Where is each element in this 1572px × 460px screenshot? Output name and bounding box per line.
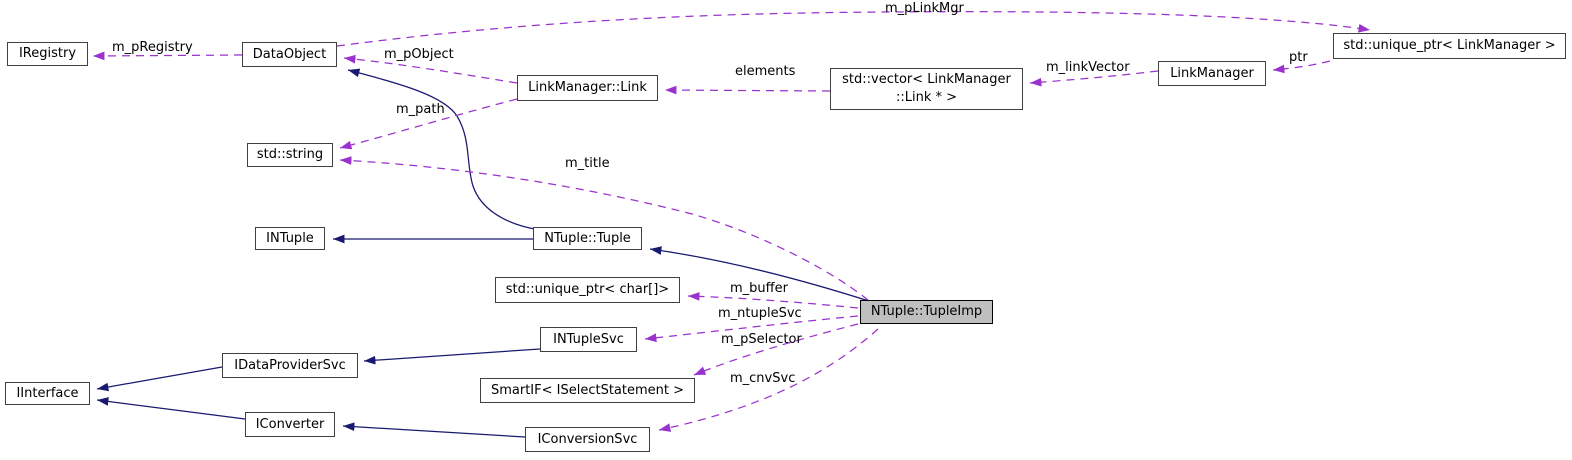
edge-label-m-pselector: m_pSelector xyxy=(721,332,802,347)
edge-inheritance-intuplesvc-to-idataprovidersvc xyxy=(363,348,541,365)
node-intuple[interactable]: INTuple xyxy=(255,227,325,250)
edge-usage-elements xyxy=(664,85,831,95)
edge-label-m-path: m_path xyxy=(396,102,445,117)
node-iconverter[interactable]: IConverter xyxy=(245,412,335,437)
node-linkmanager-link[interactable]: LinkManager::Link xyxy=(517,75,658,101)
node-dataobject[interactable]: DataObject xyxy=(242,42,337,67)
node-std-string[interactable]: std::string xyxy=(247,143,333,167)
node-linkmanager[interactable]: LinkManager xyxy=(1158,61,1266,86)
node-smartif-iselectstatement[interactable]: SmartIF< ISelectStatement > xyxy=(480,378,695,403)
edge-usage-m-pregistry xyxy=(92,51,243,61)
edge-label-m-linkvector: m_linkVector xyxy=(1046,60,1130,75)
node-iinterface[interactable]: IInterface xyxy=(5,382,90,405)
edge-label-m-pregistry: m_pRegistry xyxy=(112,40,193,55)
edge-label-m-title: m_title xyxy=(565,156,610,171)
edge-inheritance-idataprovidersvc-to-iinterface xyxy=(96,366,223,392)
edge-label-ptr: ptr xyxy=(1289,50,1308,65)
node-std-unique-ptr-char[interactable]: std::unique_ptr< char[]> xyxy=(495,277,680,303)
node-idataprovidersvc[interactable]: IDataProviderSvc xyxy=(222,353,358,378)
node-iconversionsvc[interactable]: IConversionSvc xyxy=(525,427,650,452)
node-intuplesvc[interactable]: INTupleSvc xyxy=(540,327,637,352)
edge-usage-m-pselector xyxy=(693,323,859,376)
edge-usage-m-buffer xyxy=(687,292,859,309)
edge-label-m-pobject: m_pObject xyxy=(384,47,454,62)
edge-label-m-buffer: m_buffer xyxy=(730,281,788,296)
node-std-unique-ptr-linkmanager[interactable]: std::unique_ptr< LinkManager > xyxy=(1333,33,1566,59)
node-ntuple-tupleimp: NTuple::TupleImp xyxy=(860,300,993,324)
node-ntuple-tuple[interactable]: NTuple::Tuple xyxy=(533,227,642,250)
edge-usage-m-cnvsvc xyxy=(658,328,879,432)
edge-inheritance-iconverter-to-iinterface xyxy=(96,397,246,420)
edge-usage-m-ntuplesvc xyxy=(644,315,859,343)
edge-usage-m-linkvector xyxy=(1029,70,1159,87)
edge-usage-m-title xyxy=(339,156,869,301)
node-iregistry[interactable]: IRegistry xyxy=(7,42,88,66)
edge-label-elements: elements xyxy=(735,64,796,79)
edge-label-m-plinkmgr: m_pLinkMgr xyxy=(885,1,964,16)
node-std-vector-linkmanager-link[interactable]: std::vector< LinkManager ::Link * > xyxy=(830,68,1023,110)
edge-inheritance-iconversionsvc-to-iconverter xyxy=(342,422,526,438)
edge-label-m-cnvsvc: m_cnvSvc xyxy=(730,371,796,386)
edge-inheritance-tuple-to-dataobject xyxy=(347,68,541,231)
edge-label-m-ntuplesvc: m_ntupleSvc xyxy=(718,306,802,321)
edge-usage-m-pobject xyxy=(343,54,518,84)
edge-inheritance-tupleimp-to-tuple xyxy=(649,246,873,303)
edge-usage-ptr xyxy=(1272,60,1331,74)
edge-usage-m-plinkmgr xyxy=(336,11,1371,47)
